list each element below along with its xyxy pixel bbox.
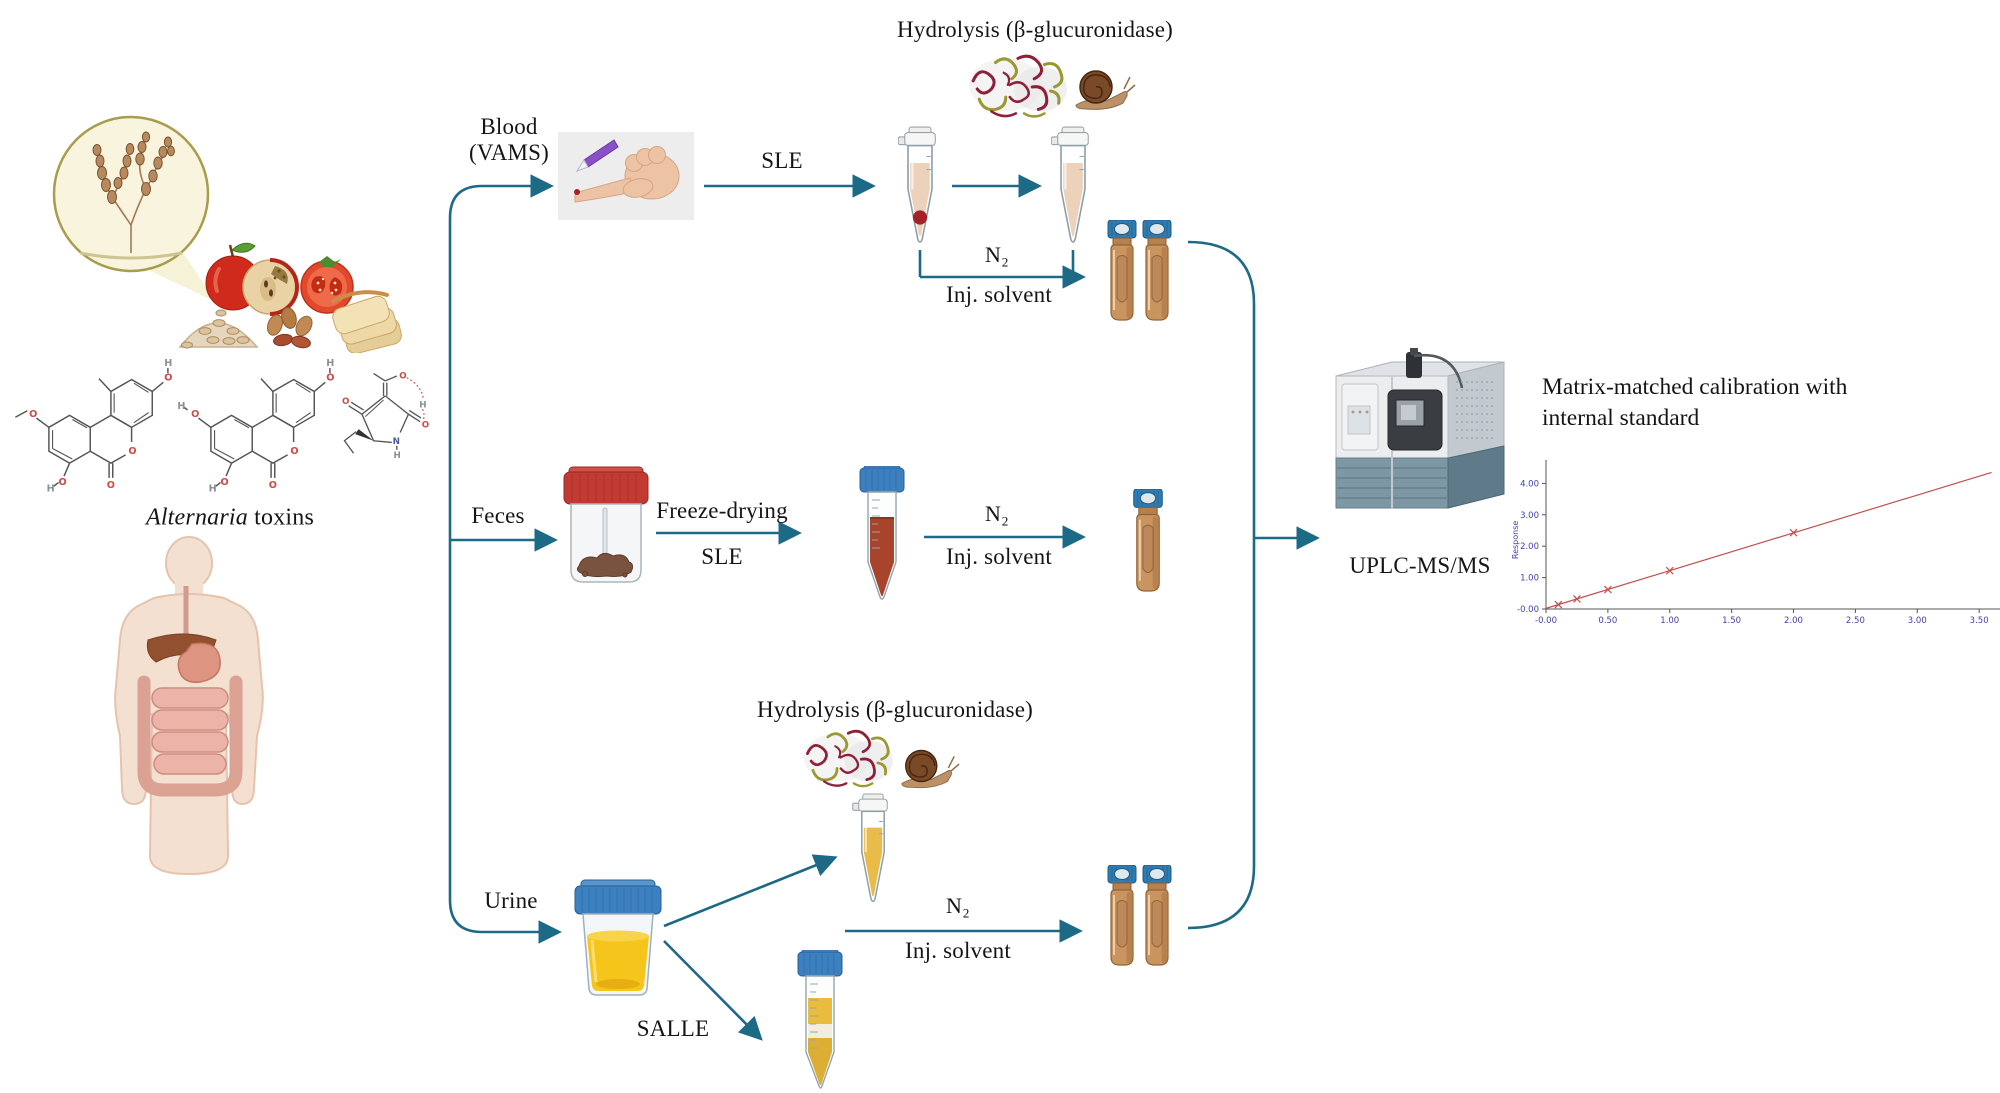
svg-text:3.00: 3.00 (1908, 616, 1927, 626)
svg-text:1.00: 1.00 (1520, 574, 1539, 584)
svg-text:H: H (419, 401, 426, 411)
blood-pellet (912, 210, 928, 225)
urine-label: Urine (484, 888, 538, 913)
svg-text:-0.00: -0.00 (1535, 616, 1557, 626)
arrow-urine-hydrolysis (663, 854, 838, 928)
blood-label-line2: (VAMS) (468, 140, 550, 165)
uplc-instrument-icon (1335, 348, 1505, 509)
svg-text:H: H (47, 484, 55, 495)
svg-text:1.50: 1.50 (1722, 616, 1741, 626)
arrow-urine (448, 899, 562, 944)
amber-vial-blood-2 (1142, 220, 1172, 321)
n2-blood-label: N₂ (985, 242, 1009, 267)
peanuts-icon (267, 307, 313, 349)
bread-icon (331, 290, 402, 353)
svg-text:O: O (269, 480, 277, 491)
falcon-tube-feces-icon (859, 466, 905, 600)
feces-container-icon (563, 466, 649, 583)
arrow-urine-salle (663, 940, 763, 1041)
svg-text:1.00: 1.00 (1660, 616, 1679, 626)
falcon-tube-salle-icon (797, 950, 843, 1089)
tomato-icon (300, 256, 354, 314)
svg-text:2.50: 2.50 (1846, 616, 1865, 626)
svg-text:N: N (393, 437, 400, 447)
svg-text:H: H (326, 358, 334, 369)
salle-label: SALLE (636, 1016, 710, 1041)
n2-urine-label: N₂ (946, 893, 970, 918)
blood-drop (574, 189, 580, 195)
calibration-title: Matrix-matched calibration with internal… (1542, 372, 1847, 434)
human-digestive-icon (114, 536, 264, 876)
microtube-urine-hydrolysis-icon (851, 793, 889, 903)
n2-feces-label: N₂ (985, 501, 1009, 526)
arrow-blood (448, 174, 554, 219)
amber-vial-blood-1 (1107, 220, 1137, 321)
svg-text:O: O (191, 409, 199, 420)
oats-icon (178, 309, 259, 349)
hydrolysis-blood-label: Hydrolysis (β-glucuronidase) (897, 17, 1173, 42)
svg-text:O: O (128, 446, 136, 457)
uplc-label: UPLC-MS/MS (1349, 553, 1491, 578)
svg-text:2.00: 2.00 (1784, 616, 1803, 626)
svg-text:4.00: 4.00 (1520, 479, 1539, 489)
chemical-structure-tea: O O O H N H (342, 371, 429, 461)
svg-text:H: H (164, 358, 172, 369)
snail-urine-icon (901, 749, 960, 789)
calibration-title-line2: internal standard (1542, 405, 1700, 431)
hand-vams-photo (558, 132, 694, 220)
chemical-structure-aoh: OH O O OH OH (177, 358, 334, 495)
calibration-chart: -0.00 1.00 2.00 3.00 4.00 -0.00 0.50 1.00 1.50 2.… (1511, 460, 2000, 626)
svg-text:O: O (342, 397, 349, 407)
inj-solvent-blood-label: Inj. solvent (946, 282, 1052, 307)
hydrolysis-urine-label: Hydrolysis (β-glucuronidase) (757, 697, 1033, 722)
feces-label: Feces (471, 503, 525, 528)
svg-text:2.00: 2.00 (1520, 542, 1539, 552)
microtube-blood-hydrolyzed-icon (1051, 126, 1090, 244)
snail-icon (1075, 70, 1136, 111)
calibration-title-line1: Matrix-matched calibration with (1542, 374, 1848, 400)
blood-label-line1: Blood (480, 114, 538, 139)
svg-text:H: H (393, 451, 400, 461)
chemical-structure-ame: OH O O O OH (15, 358, 172, 495)
svg-text:O: O (107, 480, 115, 491)
urine-cup-icon (574, 879, 662, 996)
svg-text:-0.00: -0.00 (1517, 605, 1539, 615)
svg-text:H: H (209, 484, 217, 495)
contaminated-foods-icon (178, 242, 402, 353)
enzyme-protein-icon (967, 54, 1069, 118)
toxins-word: toxins (254, 504, 315, 531)
alternaria-toxins-label: Alternaria toxins (146, 505, 314, 532)
svg-text:3.00: 3.00 (1520, 511, 1539, 521)
inj-solvent-feces-label: Inj. solvent (946, 544, 1052, 569)
mold-magnifier-icon (52, 115, 210, 273)
sle-blood-label: SLE (761, 148, 803, 173)
inj-solvent-urine-label: Inj. solvent (905, 938, 1011, 963)
amber-vial-urine-2 (1142, 865, 1172, 966)
arrow-n2-blood (918, 250, 1082, 277)
microtube-blood-icon (898, 126, 937, 244)
svg-text:H: H (177, 401, 185, 412)
svg-text:O: O (29, 409, 37, 420)
svg-text:0.50: 0.50 (1598, 616, 1617, 626)
right-collector-bracket (1187, 240, 1256, 930)
svg-text:O: O (399, 371, 406, 381)
sle-feces-label: SLE (701, 544, 743, 569)
svg-text:O: O (326, 372, 334, 383)
svg-text:O: O (59, 477, 67, 488)
freeze-drying-label: Freeze-drying (656, 498, 788, 523)
enzyme-protein-urine-icon (802, 729, 895, 788)
svg-text:3.50: 3.50 (1970, 616, 1989, 626)
apple-icon (205, 242, 299, 316)
amber-vial-urine-1 (1107, 865, 1137, 966)
svg-text:O: O (164, 372, 172, 383)
amber-vial-feces (1132, 489, 1164, 592)
alternaria-word: Alternaria (145, 504, 248, 531)
svg-text:O: O (290, 446, 298, 457)
svg-text:Response: Response (1511, 521, 1520, 560)
svg-text:O: O (221, 477, 229, 488)
svg-text:O: O (422, 420, 429, 430)
